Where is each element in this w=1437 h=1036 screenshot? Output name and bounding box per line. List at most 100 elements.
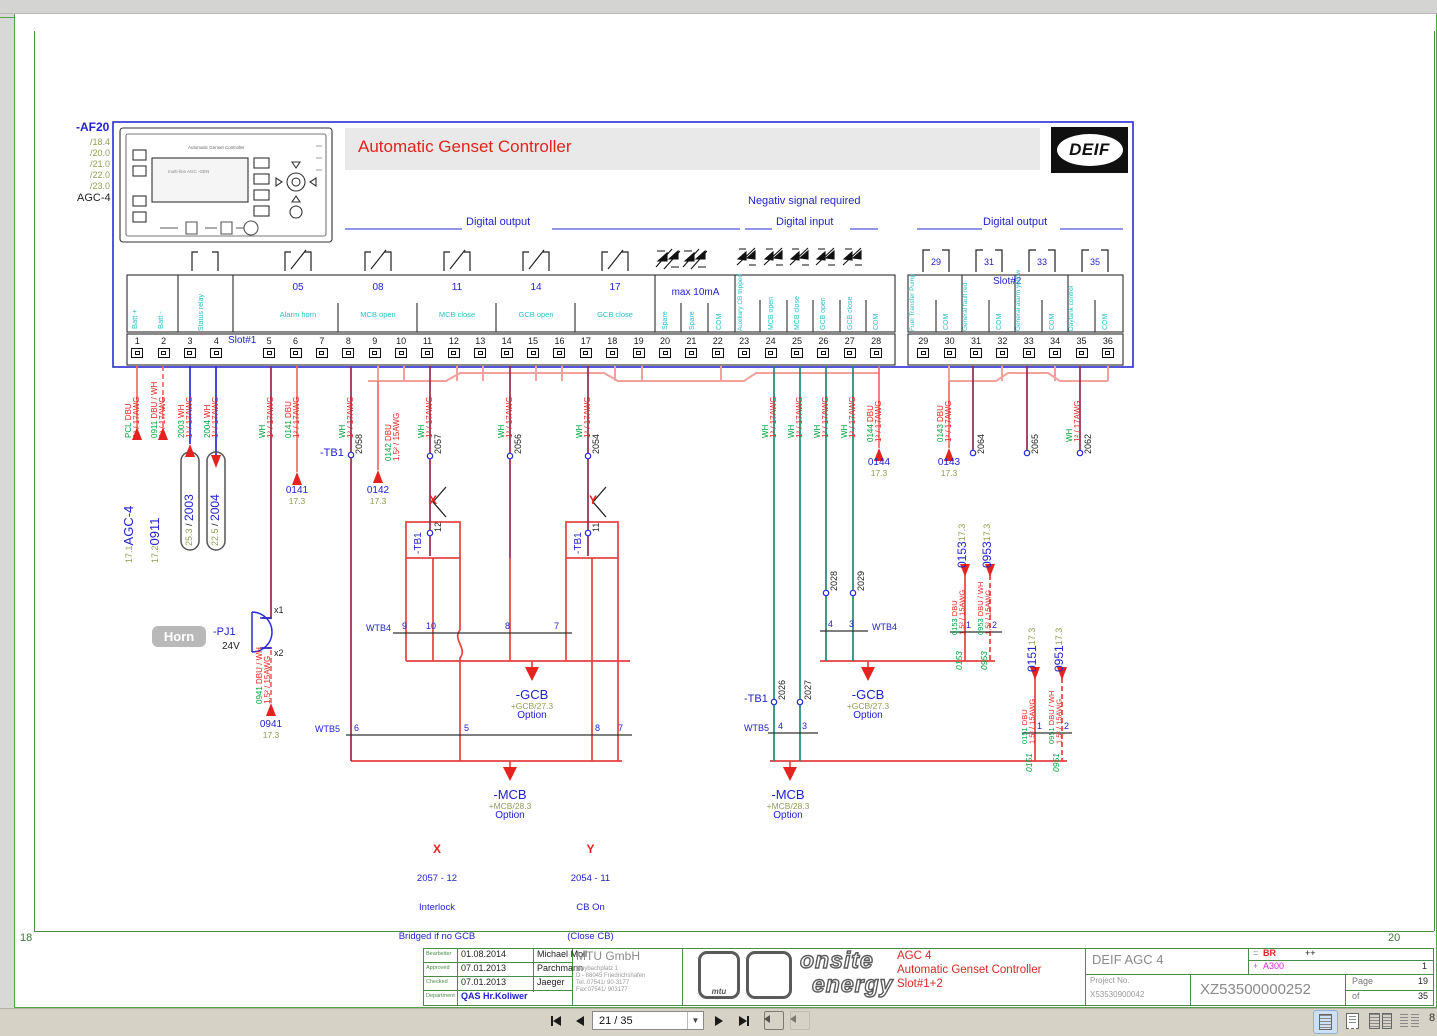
horn-badge: Horn [152, 626, 206, 647]
note-x: X 2057 - 12 Interlock Bridged if no GCB [398, 841, 476, 943]
terminal [1022, 348, 1035, 358]
wtb-name: WTB5 [315, 724, 341, 734]
page-number-input[interactable]: 21 / 35 ▼ [592, 1011, 704, 1030]
tb-loc-plus: + [1253, 961, 1259, 971]
tb-row-key: Department [426, 993, 455, 999]
tb1-terminal: 12 [433, 521, 443, 532]
terminal-col-label: COM [716, 313, 723, 330]
tb-address: Tel.:07541/ 90-3177 [576, 980, 630, 986]
relay-id: 05 [292, 282, 304, 293]
continuous-layout-button[interactable] [1341, 1010, 1364, 1032]
wtb-name: WTB5 [744, 723, 770, 733]
interconnect-ref: 25.3 / 2003 [182, 494, 196, 546]
two-page-continuous-button[interactable] [1398, 1010, 1421, 1032]
terminal-number: 35 [1076, 336, 1087, 346]
wtb-terminal: 1 [966, 620, 972, 630]
terminal-col-label: Spare [689, 311, 696, 330]
terminal-number: 36 [1102, 336, 1113, 346]
page-title: Automatic Genset Controller [358, 137, 572, 156]
terminal [790, 348, 803, 358]
mtu-logo-box2 [746, 951, 792, 999]
terminal-number: 12 [448, 336, 459, 346]
wtb-terminal: 4 [778, 721, 784, 731]
wtb-name: WTB4 [366, 623, 392, 633]
wire-node-number: 2056 [513, 433, 523, 454]
connector-mark-y: Y [589, 493, 598, 507]
terminal-col-label: COM [1102, 313, 1109, 330]
terminal-number: 7 [319, 336, 325, 346]
max-current-label: max 10mA [671, 287, 720, 298]
terminal-number: 18 [607, 336, 618, 346]
terminal-number: 34 [1050, 336, 1061, 346]
horn-badge-label: Horn [163, 629, 195, 644]
wtb-terminal: 2 [1064, 721, 1070, 731]
terminal [421, 348, 434, 358]
last-page-button[interactable] [733, 1012, 755, 1030]
terminal-col-label: GCB close [847, 296, 854, 330]
sheet-ref-left: 18 [20, 932, 33, 944]
terminal-number: 20 [660, 336, 671, 346]
terminal [131, 348, 144, 358]
energy-logo-text: energy [811, 971, 894, 997]
terminal [817, 348, 830, 358]
first-page-button[interactable] [545, 1012, 567, 1030]
wtb-terminal: 10 [426, 621, 437, 631]
terminal-number: 28 [871, 336, 882, 346]
terminal [606, 348, 619, 358]
signal-ref: 015317.3 [955, 523, 969, 568]
tb1-tag: -TB1 [744, 693, 768, 705]
terminal-number: 17 [580, 336, 591, 346]
terminal [395, 348, 408, 358]
terminal [764, 348, 777, 358]
margin-line [1434, 31, 1435, 931]
tb-loc-num: 1 [1422, 961, 1428, 971]
terminal [183, 348, 196, 358]
wire-node-number: 2026 [777, 679, 787, 700]
tb-page-value: 19 [1417, 976, 1428, 986]
zone-note: Negativ signal required [748, 195, 861, 207]
wtb-terminal: 9 [402, 621, 408, 631]
sheet-ref: /20.0 [89, 148, 110, 158]
single-page-layout-button[interactable] [1313, 1010, 1338, 1034]
terminal [342, 348, 355, 358]
previous-page-button[interactable] [571, 1012, 589, 1030]
two-page-layout-button[interactable] [1369, 1010, 1392, 1032]
zone-digital-output-left: Digital output [466, 216, 531, 228]
previous-view-icon[interactable] [764, 1011, 784, 1030]
next-page-button[interactable] [710, 1012, 728, 1030]
relay-id: 33 [1036, 257, 1047, 267]
terminal-number: 25 [791, 336, 802, 346]
terminal-col-label: Daytank control [1068, 285, 1075, 331]
terminal [711, 348, 724, 358]
page-dropdown-caret[interactable]: ▼ [687, 1012, 703, 1029]
margin-line [34, 931, 1434, 932]
terminal-number: 24 [765, 336, 776, 346]
tb-name: Michael Moll [537, 949, 588, 959]
page-number-value[interactable]: 21 / 35 [599, 1014, 633, 1027]
horn-pin: x1 [274, 605, 284, 615]
tb-loc-pp: ++ [1305, 948, 1316, 958]
tb-loc-value: BR [1263, 948, 1276, 958]
terminal [579, 348, 592, 358]
signal-ref: 17.1AGC-4 [121, 505, 136, 563]
tb-of-key: of [1352, 991, 1360, 1001]
mtu-logo-box: mtu [698, 951, 740, 999]
terminal-number: 8 [345, 336, 351, 346]
terminal-col-label: Status relay [198, 294, 205, 331]
tb-address: D - 88045 Friedrichshafen [576, 973, 646, 979]
terminal-col-label: Auxiliary CB tripped [737, 273, 744, 331]
terminal [157, 348, 170, 358]
title-banner: Automatic Genset Controller [345, 128, 1040, 170]
next-view-icon[interactable] [790, 1011, 810, 1030]
